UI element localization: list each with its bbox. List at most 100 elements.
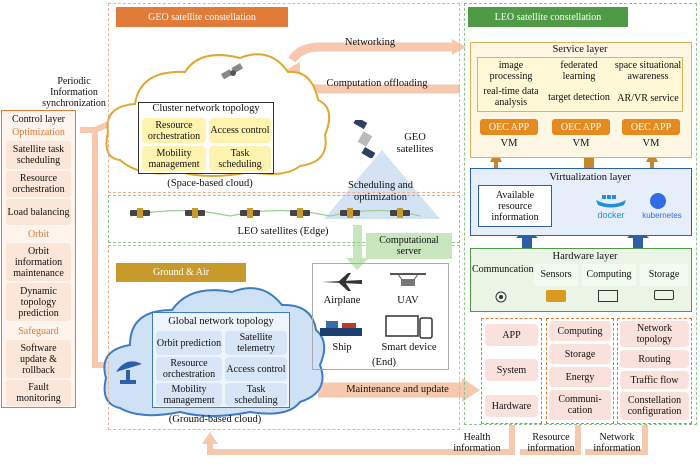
leo-header: LEO satellite constellation	[468, 7, 628, 27]
services-box	[477, 57, 683, 112]
ground-header: Ground & Air	[116, 263, 246, 282]
optimization-label: Optimization	[12, 127, 65, 138]
hardware-item: Sensors	[540, 269, 572, 280]
vm-label: VM	[572, 138, 590, 149]
periodic-sync-label: Periodic Information synchronization	[42, 76, 106, 110]
ground-topology-item: Access control	[225, 357, 287, 381]
networking-label: Networking	[344, 37, 396, 48]
control-item: Satellite task scheduling	[6, 141, 71, 169]
space-cloud-caption: (Space-based cloud)	[167, 178, 253, 189]
end-device-label: UAV	[397, 295, 419, 306]
kubernetes-icon	[650, 193, 666, 209]
control-layer-title: Control layer	[11, 114, 66, 125]
kubernetes-label: kubernetes	[642, 211, 682, 220]
geo-satellites-label: GEO satellites	[396, 132, 434, 155]
bottom-item: Hardware	[485, 395, 538, 417]
bottom-col-3	[617, 318, 692, 424]
ground-topology-item: Satellite telemetry	[225, 331, 287, 355]
antenna-icon	[494, 290, 508, 304]
health-info-label: Health information	[453, 432, 501, 455]
control-item: Software update & rollback	[6, 340, 71, 378]
space-topology-item: Task scheduling	[209, 146, 271, 171]
orbit-label: Orbit	[27, 229, 50, 240]
bottom-item: APP	[485, 324, 538, 346]
vm-label: VM	[500, 138, 518, 149]
ground-topology-item: Orbit prediction	[156, 331, 222, 355]
maintenance-label: Maintenance and update	[346, 384, 449, 395]
hardware-item: Computing	[586, 269, 632, 280]
control-item: Resource orchestration	[6, 171, 71, 197]
hardware-cell	[640, 264, 688, 286]
scheduling-label: Scheduling and optimization	[347, 180, 414, 203]
hardware-layer-title: Hardware layer	[552, 251, 618, 262]
hardware-cell	[534, 264, 578, 286]
end-device-label: Smart device	[381, 342, 437, 353]
oec-app-label: OEC APP	[480, 119, 538, 135]
bottom-col-2	[546, 318, 614, 424]
uav-icon	[386, 270, 430, 294]
bottom-item: Communi-cation	[549, 390, 611, 420]
sensor-icon	[546, 290, 566, 302]
ground-cloud-caption: (Ground-based cloud)	[168, 414, 262, 425]
leo-section	[464, 3, 697, 425]
service-item: target detection	[548, 91, 610, 103]
bottom-item: Energy	[549, 367, 611, 387]
network-info-label: Network information	[593, 432, 641, 455]
hardware-item: Communcation	[472, 264, 534, 275]
safeguard-label: Safeguard	[18, 326, 59, 337]
resource-info-label: Resource information	[527, 432, 575, 455]
control-item: Dynamic topology prediction	[6, 283, 71, 321]
bottom-item: Traffic flow	[620, 371, 689, 389]
space-topology-item: Resource orchestration	[142, 118, 206, 143]
ground-section	[108, 245, 460, 430]
resource-info-box: Available resource information	[478, 185, 552, 227]
geo-header: GEO satellite constellation	[116, 7, 288, 27]
virtualization-layer-title: Virtualization layer	[549, 172, 631, 183]
docker-icon	[594, 194, 628, 208]
leo-edge-section	[108, 195, 460, 243]
service-layer-title: Service layer	[552, 44, 608, 55]
hardware-item: Storage	[648, 269, 680, 280]
hardware-cell	[582, 264, 636, 286]
bottom-item: Routing	[620, 350, 689, 368]
docker-label: docker	[597, 210, 625, 220]
end-device-label: Ship	[332, 342, 352, 353]
ground-topology-item: Task scheduling	[225, 383, 287, 406]
space-topology-item: Access control	[209, 118, 271, 143]
end-caption: (End)	[372, 357, 396, 368]
offloading-label: Computation offloading	[326, 78, 428, 89]
ground-topology-item: Mobility management	[156, 383, 222, 406]
end-devices-box	[312, 263, 449, 370]
service-item: federated learning	[560, 60, 598, 82]
smart-device-icon	[384, 314, 434, 340]
bottom-item: Constellation configuration	[620, 392, 689, 420]
airplane-icon	[320, 272, 364, 292]
control-item: Load balancing	[6, 199, 71, 225]
ship-icon	[318, 316, 364, 338]
service-item: AR/VR service	[617, 92, 679, 104]
computational-server-box	[366, 233, 452, 259]
bottom-item: System	[485, 359, 538, 381]
storage-icon	[654, 290, 674, 300]
cpu-icon	[598, 290, 618, 302]
vm-label: VM	[642, 138, 660, 149]
leo-satellites-row	[120, 202, 430, 224]
ground-station-icon	[112, 352, 146, 386]
ground-topology-title: Global network topology	[168, 316, 274, 327]
satellite-dish-icon	[218, 58, 248, 88]
bottom-col-1	[481, 318, 542, 424]
geo-section	[108, 3, 460, 193]
service-item: image processing	[489, 60, 533, 82]
end-device-label: Airplane	[323, 295, 361, 306]
leo-satellite-chain	[129, 209, 421, 217]
control-item: Orbit information maintenance	[6, 243, 71, 281]
scheduling-beam	[324, 150, 440, 219]
oec-app-label: OEC APP	[552, 119, 610, 135]
control-item: Fault monitoring	[6, 380, 71, 406]
service-item: space situational awareness	[614, 60, 682, 82]
leo-satellites-label: LEO satellites (Edge)	[237, 226, 329, 237]
bottom-item: Storage	[549, 344, 611, 364]
service-item: real-time data analysis	[483, 86, 539, 108]
space-topology-title: Cluster network topology	[152, 103, 260, 114]
geo-satellite-icon	[345, 117, 385, 160]
